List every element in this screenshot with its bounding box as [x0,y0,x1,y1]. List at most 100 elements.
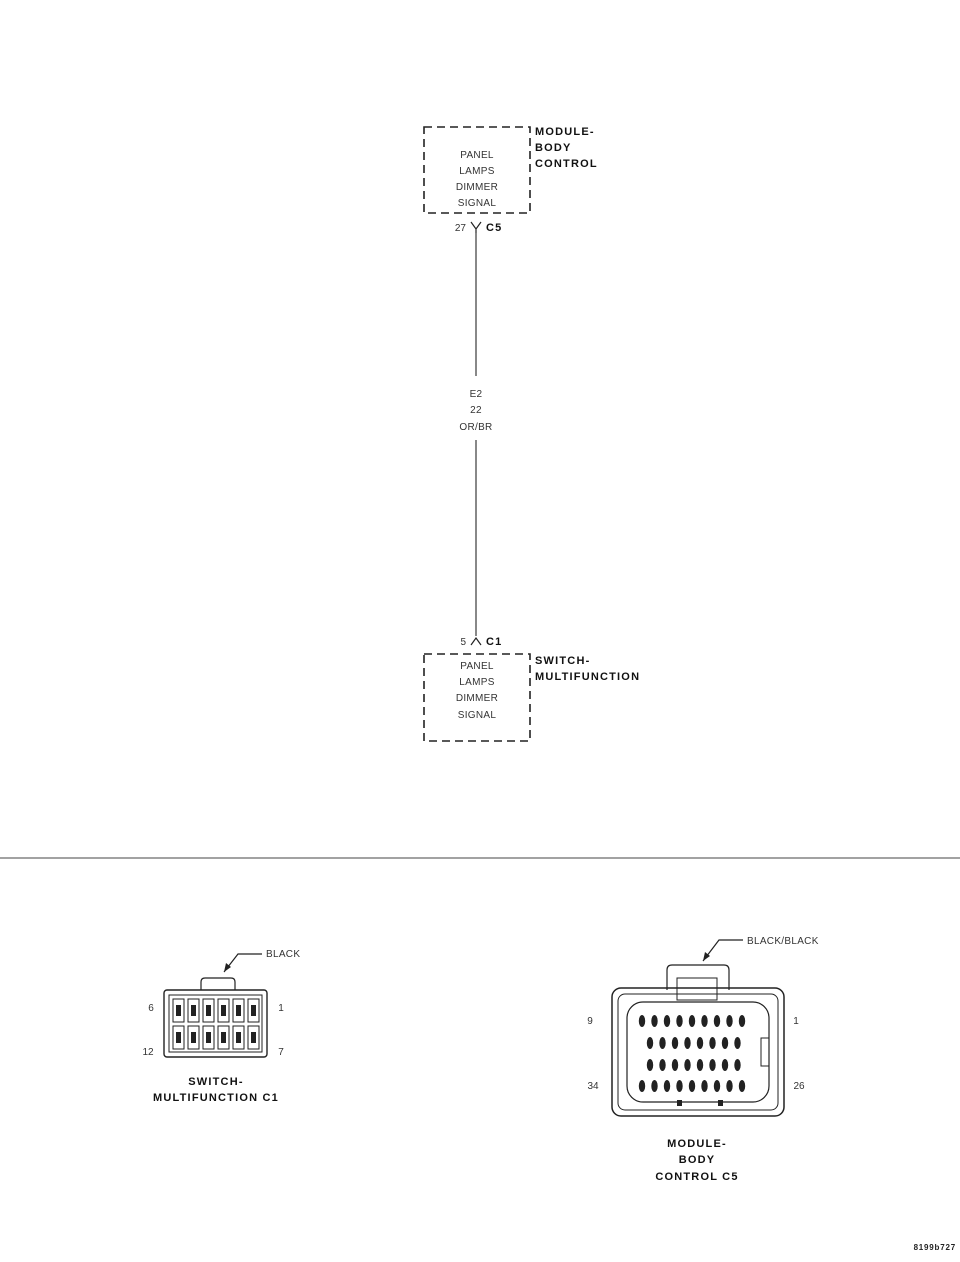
c5-pin-bottom-left: 34 [587,1081,599,1092]
c5-terminal [684,1037,691,1049]
c1-cavity [202,1025,215,1050]
c5-terminal [646,1059,654,1071]
c5-terminal [684,1059,691,1071]
c1-caption-line-1: SWITCH- [188,1076,243,1088]
c5-terminal [713,1015,721,1027]
switch-signal-line-4: SIGNAL [458,710,497,721]
wire-e2: E2 22 OR/BR [459,233,492,636]
c1-cavity [232,998,245,1023]
c5-bottom-notch-left [677,1100,682,1106]
c1-terminal [191,1032,196,1043]
bcm-signal-line-1: PANEL [460,150,494,161]
c5-cavity-grid [638,1015,746,1092]
c1-terminal [236,1005,241,1016]
switch-module-box [423,653,531,742]
c5-caption-line-3: CONTROL C5 [655,1171,738,1183]
c5-terminal [721,1059,729,1071]
c1-caption-line-2: MULTIFUNCTION C1 [153,1092,279,1104]
bcm-title-line-3: CONTROL [535,158,598,170]
bcm-terminal-symbol [470,221,482,233]
c1-cavity [247,1025,260,1050]
c5-terminal [696,1059,704,1071]
bcm-signal-line-4: SIGNAL [458,198,497,209]
c1-pin-bottom-right: 7 [278,1047,284,1058]
c1-pin-top-right: 1 [278,1003,284,1014]
c5-terminal [676,1080,683,1092]
c1-terminal [206,1032,211,1043]
body-control-module-box [423,126,531,214]
c5-terminal [676,1015,683,1027]
c1-terminal [176,1032,181,1043]
c5-terminal [688,1080,696,1092]
bcm-title-line-2: BODY [535,142,572,154]
c5-pin-bottom-right: 26 [793,1081,805,1092]
c1-inner-frame [168,994,263,1053]
c5-terminal [701,1080,708,1092]
c1-cavity [217,998,230,1023]
switch-title-line-1: SWITCH- [535,655,590,667]
c5-terminal [726,1080,733,1092]
wire-gauge-label: 22 [470,405,482,416]
multifunction-switch: 5 C1 PANEL LAMPS DIMMER SIGNAL SWITCH- M… [423,636,640,742]
switch-terminal-symbol [470,636,482,646]
c1-terminal [221,1032,226,1043]
c5-terminal [726,1015,733,1027]
c5-terminal [651,1080,658,1092]
c1-cavity-grid [172,998,260,1050]
c5-bottom-notch-right [718,1100,723,1106]
figure-id: 8199b727 [914,1243,956,1252]
c1-pin-top-left: 6 [148,1003,154,1014]
switch-signal-line-3: DIMMER [456,693,498,704]
bcm-signal-line-2: LAMPS [459,166,494,177]
c1-terminal [251,1005,256,1016]
c5-housing [611,987,785,1117]
c1-cavity [172,1025,185,1050]
c5-latch-outer [666,964,730,990]
connector-c1-view: BLACK 6 1 12 7 SWITCH- MULTIFUNCTION C1 [142,949,300,1104]
c1-pin-bottom-left: 12 [142,1047,154,1058]
c1-cavity [247,998,260,1023]
c5-terminal [651,1015,658,1027]
c1-leader-arrow [224,963,231,972]
c1-terminal [221,1005,226,1016]
c1-cavity [172,998,185,1023]
c5-terminal [638,1080,646,1092]
c5-terminal [709,1037,716,1049]
c1-cavity [217,1025,230,1050]
bcm-connector-id: C5 [486,222,502,234]
c5-terminal [713,1080,721,1092]
bcm-title-line-1: MODULE- [535,126,595,138]
body-control-module: PANEL LAMPS DIMMER SIGNAL MODULE- BODY C… [423,126,598,234]
c5-terminal [688,1015,696,1027]
c5-terminal [738,1080,746,1092]
c5-terminal [659,1059,666,1071]
switch-pin-number: 5 [460,637,466,648]
c5-leader-arrow [703,952,710,961]
c1-terminal [236,1032,241,1043]
c5-caption-line-2: BODY [679,1154,716,1166]
c1-cavity [187,1025,200,1050]
c5-polarizing-key [760,1037,770,1067]
c5-terminal [663,1015,671,1027]
switch-title-line-2: MULTIFUNCTION [535,671,640,683]
c5-terminal [734,1059,741,1071]
c1-cavity [187,998,200,1023]
connector-c5-view: BLACK/BLACK 9 1 34 26 MODULE- BODY CONTR… [587,936,818,1183]
c5-caption-line-1: MODULE- [667,1138,727,1150]
c1-housing [163,989,268,1058]
c5-terminal [738,1015,746,1027]
switch-signal-line-2: LAMPS [459,677,494,688]
c5-leader-line [702,939,743,962]
c5-terminal [696,1037,704,1049]
c1-terminal [176,1005,181,1016]
c1-terminal [251,1032,256,1043]
wire-color-label: OR/BR [459,422,492,433]
c5-terminal [721,1037,729,1049]
c5-terminal [671,1059,679,1071]
c1-color-label: BLACK [266,949,300,960]
c5-terminal [646,1037,654,1049]
c5-terminal [709,1059,716,1071]
c1-latch [200,977,236,990]
c5-pin-top-left: 9 [587,1016,593,1027]
